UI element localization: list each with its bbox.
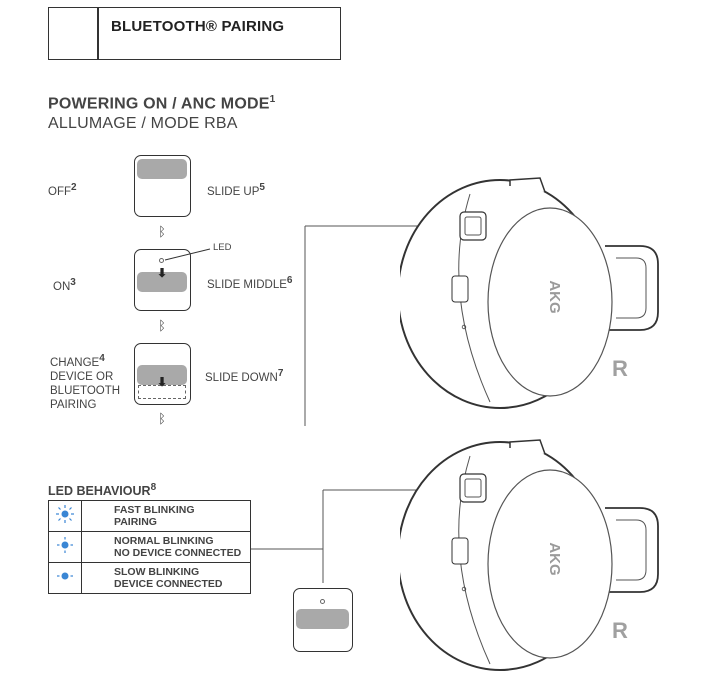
bluetooth-icon: ᛒ — [158, 318, 166, 333]
led-behaviour-title: LED BEHAVIOUR8 — [48, 482, 157, 499]
switch-knob — [296, 609, 349, 629]
footnote-1: 1 — [269, 94, 276, 105]
section-title: POWERING ON / ANC MODE1 — [48, 94, 276, 113]
switch-detail-led — [293, 588, 353, 652]
table-row: NORMAL BLINKING NO DEVICE CONNECTED — [48, 531, 251, 563]
led-slow-blink-icon — [57, 572, 73, 579]
led-callout-line — [164, 248, 211, 261]
section-subtitle: ALLUMAGE / MODE RBA — [48, 115, 238, 132]
bluetooth-icon: ᛒ — [158, 224, 166, 239]
headphone-earcup-bottom: AKG R — [400, 439, 659, 671]
side-indicator-r: R — [612, 356, 628, 381]
page-title: BLUETOOTH® PAIRING — [111, 18, 285, 35]
arrow-down-icon: ⬇ — [157, 375, 168, 389]
header-divider — [97, 8, 99, 59]
switch-knob — [137, 272, 187, 292]
headphone-earcup-top: AKG R — [400, 177, 659, 409]
state-label-on: ON3 — [53, 277, 76, 293]
brand-logo: AKG — [546, 280, 563, 313]
switch-diagram-off — [134, 155, 191, 217]
arrow-down-icon: ⬇ — [157, 266, 168, 280]
led-behaviour-table: FAST BLINKING PAIRING NORMAL BLINKING NO… — [48, 500, 251, 594]
state-label-off: OFF2 — [48, 182, 77, 198]
switch-knob — [137, 365, 187, 385]
switch-diagram-change-device: ⬇ — [134, 343, 191, 405]
led-normal-blink-icon — [57, 536, 73, 553]
switch-slot-dashed — [138, 385, 186, 399]
led-fast-blink-icon — [56, 504, 74, 523]
led-callout-label: LED — [213, 242, 232, 253]
action-label-slide-up: SLIDE UP5 — [207, 182, 265, 198]
switch-diagram-on: ⬇ — [134, 249, 191, 311]
table-row: SLOW BLINKING DEVICE CONNECTED — [48, 562, 251, 594]
led-indicator — [159, 258, 164, 263]
action-label-slide-middle: SLIDE MIDDLE6 — [207, 275, 293, 291]
header-box: BLUETOOTH® PAIRING — [48, 7, 341, 60]
brand-logo: AKG — [546, 542, 563, 575]
state-label-change-device: CHANGE4 DEVICE OR BLUETOOTH PAIRING — [50, 353, 121, 411]
side-indicator-r: R — [612, 618, 628, 643]
table-row: FAST BLINKING PAIRING — [48, 500, 251, 532]
bluetooth-icon: ᛒ — [158, 411, 166, 426]
switch-knob — [137, 159, 187, 179]
led-indicator — [320, 599, 325, 604]
action-label-slide-down: SLIDE DOWN7 — [205, 368, 284, 384]
